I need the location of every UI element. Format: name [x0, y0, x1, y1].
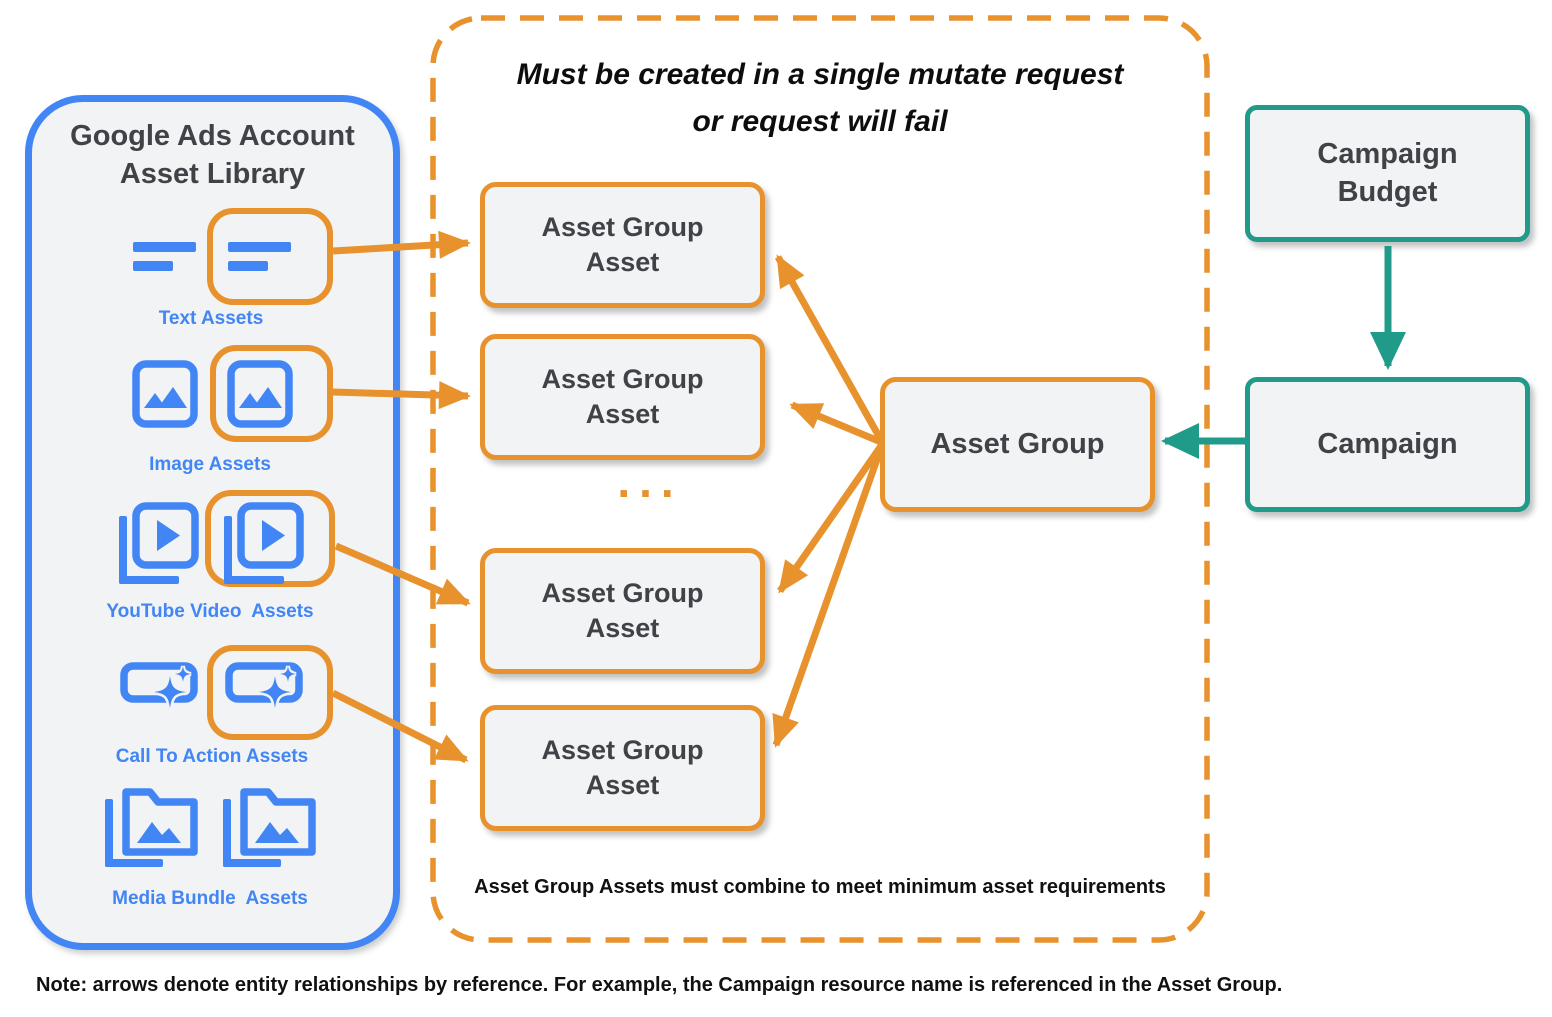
- text-asset-highlight: [207, 208, 333, 305]
- text-asset-icon: [133, 242, 196, 271]
- image-assets-label: Image Assets: [149, 454, 271, 475]
- call-to-action-asset-icon: [120, 662, 198, 709]
- asset-group-asset-box-4: Asset Group Asset: [480, 705, 765, 831]
- media-bundle-asset-icon: [223, 788, 316, 867]
- dashed-border: [430, 15, 1210, 943]
- asset-group-asset-label: Asset Group: [541, 734, 704, 765]
- asset-group-asset-label: Asset: [585, 613, 660, 643]
- media-bundle-asset-icon: [105, 788, 198, 867]
- asset-group-asset-label: Asset Group: [541, 577, 704, 608]
- campaign-budget-box: Campaign Budget: [1245, 105, 1530, 242]
- reference-note: Note: arrows denote entity relationships…: [36, 974, 1283, 996]
- more-assets-ellipsis: ...: [617, 455, 683, 507]
- youtube-video-asset-icon: [119, 502, 199, 584]
- campaign-label: Campaign: [1317, 427, 1458, 460]
- campaign-budget-label: Campaign: [1317, 137, 1458, 170]
- mutate-panel-footnote: Asset Group Assets must combine to meet …: [474, 876, 1166, 898]
- asset-group-asset-label: Asset: [585, 399, 660, 429]
- mutate-title-line2: or request will fail: [692, 104, 948, 138]
- text-assets-label: Text Assets: [158, 308, 264, 329]
- mutate-title-line1: Must be created in a single mutate reque…: [516, 58, 1124, 91]
- asset-group-asset-box-2: Asset Group Asset: [480, 334, 765, 460]
- image-asset-icon: [227, 360, 293, 428]
- image-asset-icon: [132, 360, 198, 428]
- asset-group-asset-box-1: Asset Group Asset: [480, 182, 765, 308]
- media-bundle-assets-label: Media Bundle Assets: [112, 888, 308, 909]
- cta-asset-highlight: [207, 645, 333, 740]
- asset-group-asset-label: Asset: [585, 247, 660, 277]
- library-title-line1: Google Ads Account: [70, 120, 355, 152]
- asset-group-asset-label: Asset: [585, 770, 660, 800]
- youtube-assets-label: YouTube Video Assets: [106, 601, 314, 622]
- asset-group-label: Asset Group: [930, 427, 1105, 460]
- call-to-action-asset-icon: [225, 662, 303, 709]
- asset-group-box: Asset Group: [880, 377, 1155, 512]
- library-title: Google Ads Account Asset Library: [40, 118, 385, 193]
- text-asset-icon: [228, 242, 291, 271]
- asset-group-asset-box-3: Asset Group Asset: [480, 548, 765, 674]
- campaign-budget-label: Budget: [1337, 175, 1438, 208]
- asset-group-asset-label: Asset Group: [541, 363, 704, 394]
- mutate-panel-title: Must be created in a single mutate reque…: [455, 52, 1185, 145]
- library-title-line2: Asset Library: [119, 157, 306, 190]
- cta-assets-label: Call To Action Assets: [115, 746, 309, 767]
- youtube-video-asset-icon: [224, 502, 304, 584]
- image-asset-highlight: [210, 345, 333, 442]
- campaign-box: Campaign: [1245, 377, 1530, 512]
- asset-group-asset-label: Asset Group: [541, 211, 704, 242]
